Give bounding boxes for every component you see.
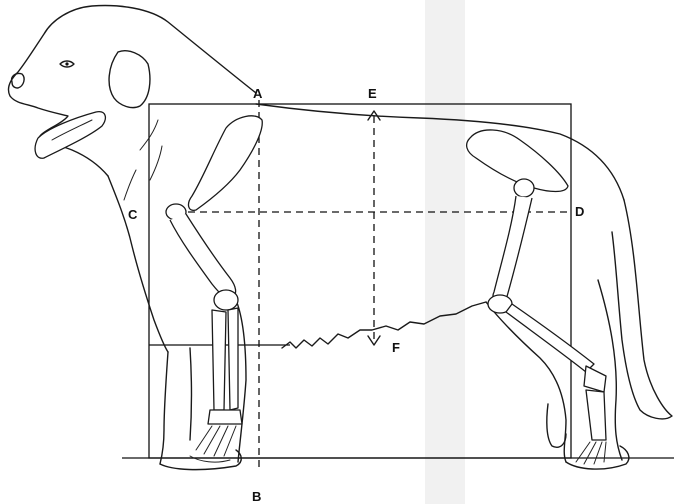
label-d: D: [575, 204, 584, 219]
hip-joint: [514, 179, 534, 197]
hind-paw-bones: [576, 442, 606, 464]
front-paw-bones: [190, 426, 236, 462]
label-b: B: [252, 489, 261, 504]
dog-ear: [109, 51, 150, 108]
dog-tongue: [35, 112, 105, 159]
front-carpal-bones: [208, 410, 242, 424]
hock-bone: [584, 366, 606, 392]
dog-tail: [612, 200, 672, 419]
humerus-bone: [170, 214, 236, 298]
front-leg-left: [160, 348, 192, 464]
neck-fur: [124, 120, 162, 200]
dog-chest: [108, 176, 168, 352]
dog-nose: [12, 73, 24, 88]
label-e: E: [368, 86, 377, 101]
radius-bone: [212, 310, 226, 410]
scapula-bone: [189, 116, 263, 210]
ulna-bone: [228, 308, 238, 410]
scan-shading: [425, 0, 465, 504]
label-a: A: [253, 86, 263, 101]
hind-dewclaw: [547, 404, 566, 447]
metatarsal-bones: [586, 390, 606, 440]
elbow-joint: [214, 290, 238, 310]
label-f: F: [392, 340, 400, 355]
dog-pupil: [65, 62, 68, 65]
label-c: C: [128, 207, 138, 222]
